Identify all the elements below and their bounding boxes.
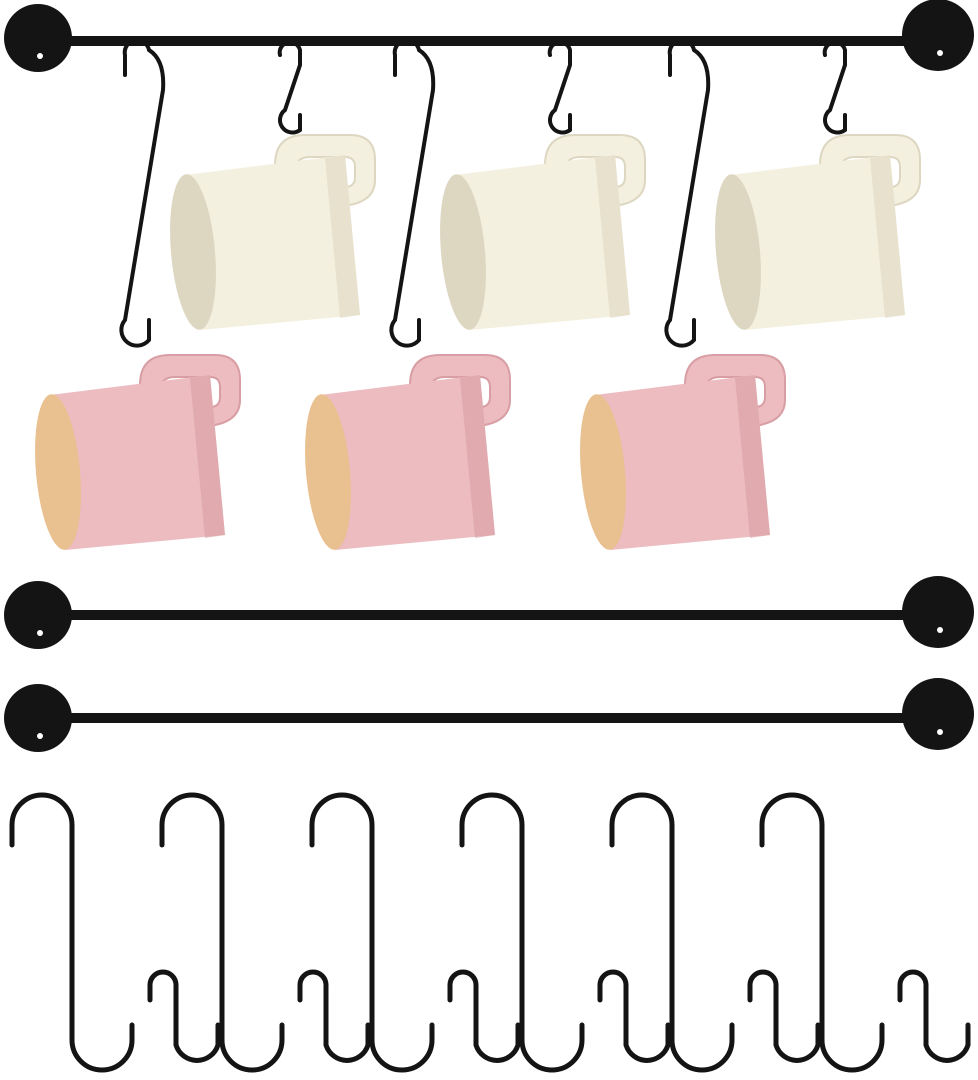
mug-body: [50, 375, 225, 550]
mug-opening: [35, 394, 81, 550]
short-s-hook: [822, 40, 847, 135]
loose-hooks: [9, 792, 971, 1073]
rail-bar: [20, 36, 955, 46]
mug-shadow: [595, 155, 630, 318]
screw-hole: [937, 50, 943, 56]
screw-hole: [937, 627, 943, 633]
small-s-hook: [747, 969, 821, 1063]
mug-opening: [170, 174, 216, 330]
small-s-hook: [447, 969, 521, 1063]
white-mug: [170, 134, 376, 330]
mug-opening: [580, 394, 626, 550]
mug-shadow: [190, 375, 225, 538]
long-s-hook: [664, 38, 711, 348]
rail-bar: [20, 713, 955, 723]
rail: [4, 0, 974, 72]
large-s-hook: [609, 792, 735, 1073]
mounting-plate: [902, 0, 974, 71]
small-s-hook: [297, 969, 371, 1063]
large-s-hook: [759, 792, 885, 1073]
mug-shadow: [870, 155, 905, 318]
mug-body: [185, 155, 360, 330]
mug-shadow: [735, 375, 770, 538]
mug-opening: [715, 174, 761, 330]
mug-opening: [440, 174, 486, 330]
small-s-hook: [147, 969, 221, 1063]
white-mug: [440, 134, 646, 330]
mug-body: [595, 375, 770, 550]
mugs: [35, 134, 921, 550]
mug-body: [320, 375, 495, 550]
pink-mug: [580, 354, 786, 550]
screw-hole: [37, 733, 43, 739]
mug-shadow: [460, 375, 495, 538]
rail: [4, 576, 974, 649]
mug-body: [455, 155, 630, 330]
rails: [4, 0, 974, 752]
large-s-hook: [459, 792, 585, 1073]
short-s-hook: [547, 40, 572, 135]
long-s-hook: [389, 38, 436, 348]
small-s-hook: [897, 969, 971, 1063]
white-mug: [715, 134, 921, 330]
mug-body: [730, 155, 905, 330]
screw-hole: [37, 630, 43, 636]
pink-mug: [305, 354, 511, 550]
screw-hole: [37, 53, 43, 59]
rail: [4, 678, 974, 752]
rail-bar: [20, 610, 955, 620]
small-s-hook: [597, 969, 671, 1063]
hanging-hooks: [119, 38, 847, 348]
large-s-hook: [159, 792, 285, 1073]
large-s-hook: [9, 792, 135, 1073]
short-s-hook: [277, 40, 302, 135]
screw-hole: [937, 729, 943, 735]
pink-mug: [35, 354, 241, 550]
long-s-hook: [119, 38, 166, 348]
mug-shadow: [325, 155, 360, 318]
mug-opening: [305, 394, 351, 550]
large-s-hook: [309, 792, 435, 1073]
